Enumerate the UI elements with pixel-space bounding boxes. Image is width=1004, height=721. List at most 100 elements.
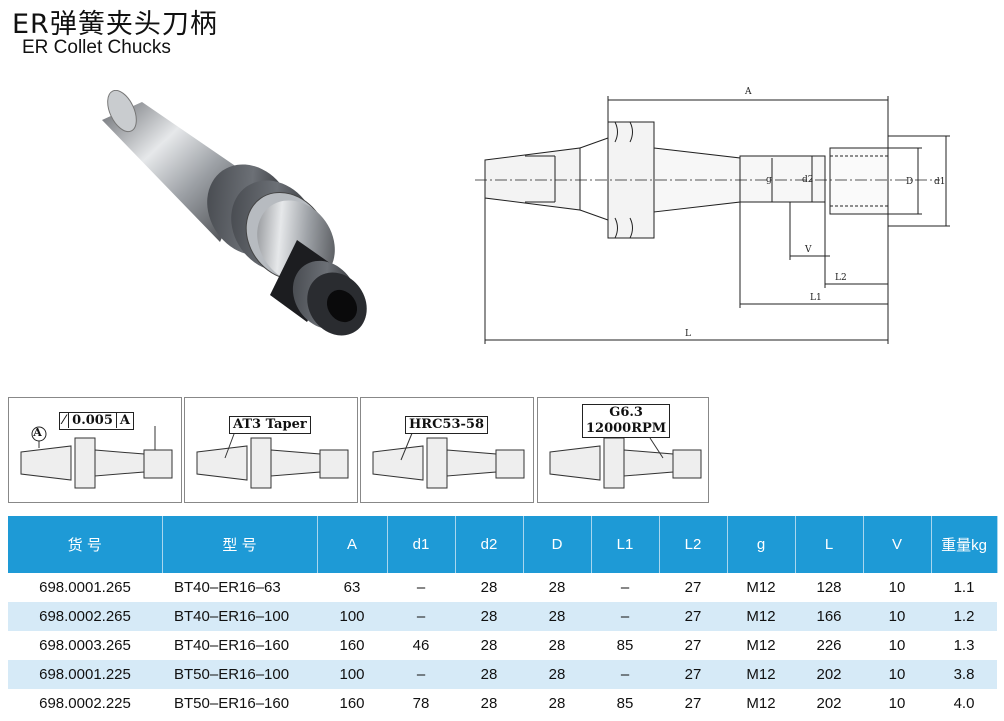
cell-g: M12 xyxy=(727,660,795,689)
balance-speed: 12000RPM xyxy=(586,421,667,436)
cell-L2: 27 xyxy=(684,637,702,654)
cell-weight: 1.2 xyxy=(931,602,997,631)
cell-A: 100 xyxy=(317,602,387,631)
cell-L2: 27 xyxy=(659,602,727,631)
cell-model: BT50–ER16–160 xyxy=(174,695,290,712)
cell-A: 160 xyxy=(339,637,365,654)
dim-V-label: V xyxy=(804,245,812,255)
runout-symbol: ⁄ xyxy=(63,413,66,428)
cell-D: 28 xyxy=(548,579,566,596)
cell-d2: 28 xyxy=(480,695,498,712)
specification-table: 货 号 型 号 A d1 d2 D L1 L2 g L V 重量kg 698.0… xyxy=(8,516,998,718)
cell-weight: 1.3 xyxy=(953,637,975,654)
cell-L2: 27 xyxy=(684,579,702,596)
datum-ref: A xyxy=(119,413,130,428)
cell-V: 10 xyxy=(863,602,931,631)
dim-D-label: D xyxy=(906,177,913,187)
cell-L2: 27 xyxy=(684,695,702,712)
cell-g: M12 xyxy=(727,602,795,631)
col-header-L: L xyxy=(795,516,864,573)
cell-g: M12 xyxy=(746,695,776,712)
col-header-d2: d2 xyxy=(455,516,524,573)
cell-A: 63 xyxy=(343,579,361,596)
cell-L1: 85 xyxy=(616,695,634,712)
table-row: 698.0001.225 BT50–ER16–100 100 – 28 28 –… xyxy=(8,660,997,689)
table-row: 698.0002.225 BT50–ER16–160 160 78 28 28 … xyxy=(8,689,997,718)
col-header-model: 型 号 xyxy=(162,516,318,573)
cell-L1: – xyxy=(620,579,630,596)
cell-g: M12 xyxy=(746,579,776,596)
cell-L: 202 xyxy=(795,660,863,689)
cell-d2: 28 xyxy=(480,579,498,596)
taper-label: AT3 Taper xyxy=(229,416,311,434)
cell-L1: – xyxy=(591,660,659,689)
cell-part-no: 698.0003.265 xyxy=(39,637,131,654)
cell-D: 28 xyxy=(548,637,566,654)
cell-L: 202 xyxy=(816,695,842,712)
cell-V: 10 xyxy=(888,579,906,596)
cell-weight: 4.0 xyxy=(953,695,975,712)
cell-L2: 27 xyxy=(659,660,727,689)
technical-drawing: A g d2 D d1 V L2 L1 L xyxy=(475,87,950,344)
cell-L: 226 xyxy=(816,637,842,654)
tool-holder-sketch xyxy=(196,425,349,489)
cell-weight: 3.8 xyxy=(931,660,997,689)
dim-L1-label: L1 xyxy=(810,293,822,303)
cell-model: BT40–ER16–160 xyxy=(174,637,290,654)
cell-V: 10 xyxy=(863,660,931,689)
col-header-L1: L1 xyxy=(591,516,660,573)
cell-model: BT40–ER16–63 xyxy=(174,579,281,596)
balance-grade-box: G6.3 12000RPM xyxy=(582,404,671,438)
cell-A: 160 xyxy=(339,695,365,712)
hardness-label: HRC53-58 xyxy=(405,416,489,434)
cell-part-no: 698.0002.265 xyxy=(8,602,162,631)
cell-d2: 28 xyxy=(455,602,523,631)
tool-holder-sketch xyxy=(549,437,702,489)
cell-V: 10 xyxy=(888,637,906,654)
cell-part-no: 698.0001.225 xyxy=(8,660,162,689)
dim-L-label: L xyxy=(685,329,691,339)
feature-balance: G6.3 12000RPM xyxy=(537,397,709,503)
cell-L1: – xyxy=(591,602,659,631)
cell-L1: 85 xyxy=(616,637,634,654)
cell-d1: – xyxy=(387,660,455,689)
cell-part-no: 698.0002.225 xyxy=(39,695,131,712)
col-header-g: g xyxy=(727,516,796,573)
table-row: 698.0001.265 BT40–ER16–63 63 – 28 28 – 2… xyxy=(8,573,997,602)
col-header-part-no: 货 号 xyxy=(8,516,163,573)
dim-d2-label: d2 xyxy=(802,175,814,185)
cell-weight: 1.1 xyxy=(953,579,975,596)
col-header-D: D xyxy=(523,516,592,573)
cell-A: 100 xyxy=(317,660,387,689)
cell-model: BT40–ER16–100 xyxy=(162,602,317,631)
dim-L2-label: L2 xyxy=(835,273,847,283)
table-row: 698.0002.265 BT40–ER16–100 100 – 28 28 –… xyxy=(8,602,997,631)
cell-part-no: 698.0001.265 xyxy=(39,579,131,596)
cell-L: 128 xyxy=(816,579,842,596)
cell-d1: – xyxy=(387,602,455,631)
cell-d2: 28 xyxy=(455,660,523,689)
dim-d1-label: d1 xyxy=(934,177,946,187)
dim-g-label: g xyxy=(766,175,772,185)
cell-d2: 28 xyxy=(480,637,498,654)
feature-hardness: HRC53-58 xyxy=(360,397,534,503)
col-header-L2: L2 xyxy=(659,516,728,573)
cell-D: 28 xyxy=(548,695,566,712)
cell-D: 28 xyxy=(523,602,591,631)
cell-g: M12 xyxy=(746,637,776,654)
cell-V: 10 xyxy=(888,695,906,712)
tool-holder-sketch xyxy=(372,425,525,489)
cell-L: 166 xyxy=(795,602,863,631)
datum-callout: A xyxy=(33,426,42,439)
page-title-en: ER Collet Chucks xyxy=(22,37,171,58)
feature-taper: AT3 Taper xyxy=(184,397,358,503)
cell-d1: 78 xyxy=(412,695,430,712)
dim-A-label: A xyxy=(744,87,752,97)
cell-model: BT50–ER16–100 xyxy=(162,660,317,689)
cell-d1: 46 xyxy=(412,637,430,654)
tool-holder-sketch xyxy=(20,426,173,489)
col-header-A: A xyxy=(317,516,388,573)
cell-d1: – xyxy=(416,579,426,596)
